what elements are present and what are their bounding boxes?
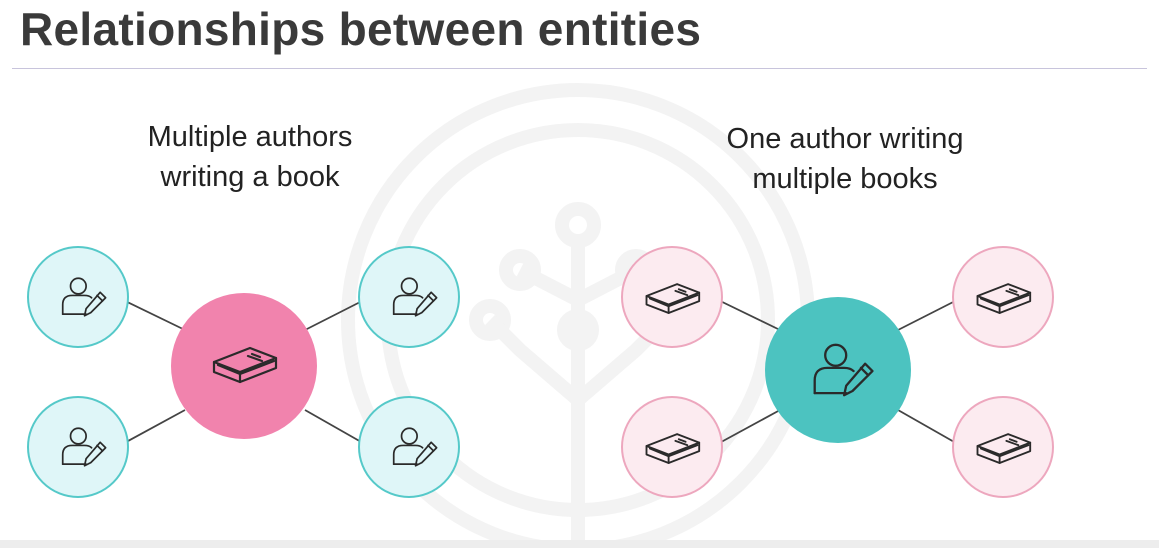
title-divider [12,68,1147,69]
right-caption-line-2: multiple books [752,163,938,195]
right-caption-line-1: One author writing [726,123,964,155]
left-center-book-node [171,293,317,439]
left-author-node-top-left [27,246,129,348]
left-author-node-bottom-left [27,396,129,498]
right-book-node-bottom-right [952,396,1054,498]
right-book-node-top-right [952,246,1054,348]
bottom-strip [0,540,1159,548]
right-book-node-top-left [621,246,723,348]
right-center-author-node [765,297,911,443]
right-book-node-bottom-left [621,396,723,498]
left-caption-line-2: writing a book [160,161,340,193]
left-caption-line-1: Multiple authors [147,121,353,153]
left-caption: Multiple authors writing a book [95,117,405,197]
left-author-node-top-right [358,246,460,348]
right-connectors [711,296,964,448]
page-title: Relationships between entities [20,3,702,55]
right-caption: One author writing multiple books [685,119,1005,199]
left-author-node-bottom-right [358,396,460,498]
